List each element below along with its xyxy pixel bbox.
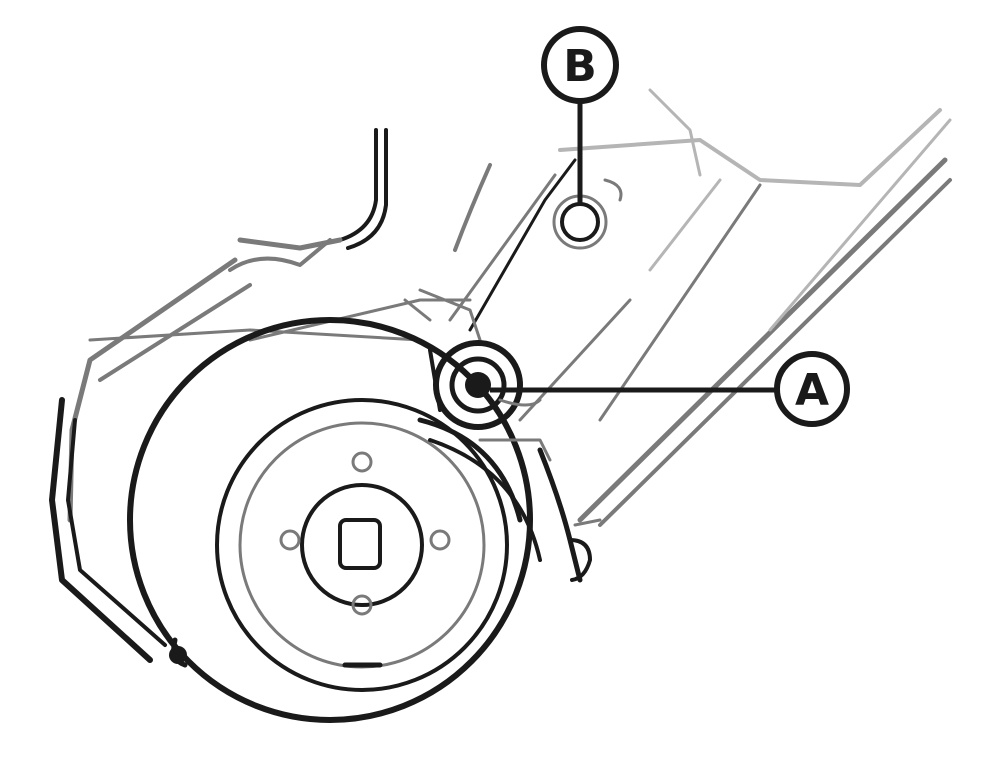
callout-a-circle	[774, 351, 850, 427]
hub-bore	[338, 518, 382, 570]
tension-arm	[403, 158, 577, 342]
left-upright-rod	[338, 128, 388, 250]
bolt-hole-left	[279, 529, 301, 551]
upper-frame-linework	[518, 88, 942, 422]
drive-pulley	[127, 317, 533, 723]
lower-bolt	[169, 646, 187, 664]
mounting-bolt	[552, 178, 623, 250]
handle-rails	[577, 118, 952, 527]
callout-b-circle	[541, 26, 619, 104]
belt-guard-outline	[49, 237, 472, 663]
pulley-housing	[417, 417, 602, 583]
idler-pulley	[428, 340, 542, 430]
bolt-hole-top	[351, 451, 373, 473]
bolt-hole-bottom	[351, 594, 373, 616]
callout-a: A	[490, 351, 850, 427]
callout-a-label: A	[795, 365, 829, 416]
callout-b-label: B	[563, 41, 597, 92]
bolt-hole-right	[429, 529, 451, 551]
callout-b: B	[541, 26, 619, 205]
